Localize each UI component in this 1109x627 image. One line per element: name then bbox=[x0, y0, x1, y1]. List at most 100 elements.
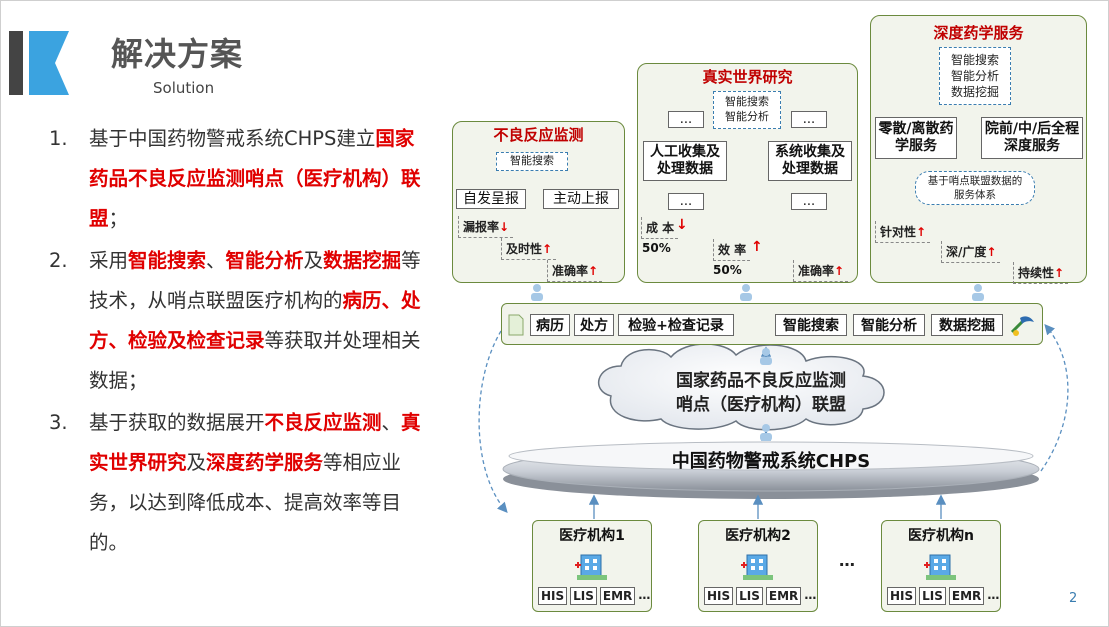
highlight-text: 数据挖掘 bbox=[323, 249, 402, 272]
efficiency-percent: 50% bbox=[713, 263, 742, 277]
page-title: 解决方案 bbox=[111, 35, 244, 73]
institution-title: 医疗机构2 bbox=[725, 528, 791, 544]
solution-point: 1. 基于中国药物警戒系统CHPS建立国家药品不良反应监测哨点（医疗机构）联盟； bbox=[49, 119, 424, 239]
panel-title: 真实世界研究 bbox=[702, 68, 793, 86]
highlight-text: 病历、处方、检验及检查记录 bbox=[89, 289, 421, 352]
brand-logo-icon bbox=[9, 31, 69, 95]
highlight-text: 真实世界研究 bbox=[89, 411, 421, 474]
point-number: 2. bbox=[49, 249, 68, 272]
more-institutions: … bbox=[839, 551, 855, 570]
sys-emr: EMR bbox=[599, 587, 636, 605]
arrow-up-icon: ↑ bbox=[834, 264, 845, 278]
point-text: 等获取并处理相关数据； bbox=[89, 329, 421, 392]
point-text: 、 bbox=[206, 249, 226, 272]
dots-box: ... bbox=[791, 193, 827, 210]
point-text: 及 bbox=[303, 249, 324, 272]
discrete-service-box: 零散/离散药学服务 bbox=[875, 117, 957, 159]
hospital-building-icon bbox=[575, 554, 607, 580]
arrow-up-icon: ↑ bbox=[542, 242, 553, 256]
cloud-shape bbox=[597, 343, 885, 431]
sys-his: HIS bbox=[538, 587, 568, 605]
sentinel-alliance-cloud: 国家药品不良反应监测 哨点（医疗机构）联盟 bbox=[676, 371, 846, 415]
point-text: 及 bbox=[186, 451, 207, 474]
highlight-text: 不良反应监测 bbox=[264, 411, 382, 434]
active-report-box: 主动上报 bbox=[543, 189, 619, 209]
smart-tools-tag: 智能搜索 智能分析 bbox=[713, 91, 781, 129]
dots-box: ... bbox=[668, 111, 704, 128]
page-subtitle: Solution bbox=[153, 79, 215, 97]
sys-his: HIS bbox=[887, 587, 917, 605]
manual-processing-box: 人工收集及处理数据 bbox=[643, 141, 727, 181]
sys-more: … bbox=[987, 588, 1000, 602]
institution-title: 医疗机构n bbox=[908, 528, 974, 544]
chip-smart-search: 智能搜索 bbox=[775, 314, 847, 336]
arrow-up-icon: ↑ bbox=[916, 225, 927, 239]
sys-lis: LIS bbox=[570, 587, 597, 605]
highlight-text: 国家药品不良反应监测哨点（医疗机构）联盟 bbox=[89, 127, 421, 230]
service-basis-tag: 基于哨点联盟数据的服务体系 bbox=[915, 171, 1035, 205]
point-number: 1. bbox=[49, 127, 68, 150]
panel-title: 深度药学服务 bbox=[933, 24, 1024, 42]
metric-timeliness: 及时性↑ bbox=[501, 238, 557, 260]
sys-lis: LIS bbox=[736, 587, 763, 605]
hospital-building-icon bbox=[924, 554, 956, 580]
arrow-up-icon: ↑ bbox=[588, 264, 599, 278]
metric-efficiency: 效 率 bbox=[713, 239, 751, 261]
point-text: 采用 bbox=[89, 249, 129, 272]
panel-title: 不良反应监测 bbox=[493, 126, 584, 144]
point-text: 基于获取的数据展开 bbox=[89, 411, 265, 434]
point-text: 基于中国药物警戒系统CHPS建立 bbox=[89, 127, 376, 150]
metric-miss-rate: 漏报率↓ bbox=[458, 216, 514, 238]
sys-his: HIS bbox=[704, 587, 734, 605]
dots-box: ... bbox=[791, 111, 827, 128]
solution-points: 1. 基于中国药物警戒系统CHPS建立国家药品不良反应监测哨点（医疗机构）联盟； 2… bbox=[49, 119, 424, 565]
mining-tool-icon bbox=[1010, 316, 1034, 336]
point-text: 等相应业务，以达到降低成本、提高效率等目的。 bbox=[89, 451, 402, 554]
document-icon bbox=[508, 314, 524, 336]
arrow-up-icon: ↑ bbox=[986, 245, 997, 259]
institution-title: 医疗机构1 bbox=[559, 528, 625, 544]
chip-prescription: 处方 bbox=[574, 314, 614, 336]
page-number: 2 bbox=[1069, 591, 1078, 606]
spontaneous-report-box: 自发呈报 bbox=[456, 189, 526, 209]
cost-percent: 50% bbox=[642, 241, 671, 255]
chip-smart-analysis: 智能分析 bbox=[853, 314, 925, 336]
sys-more: … bbox=[638, 588, 651, 602]
sys-emr: EMR bbox=[948, 587, 985, 605]
smart-tools-tag: 智能搜索 智能分析 数据挖掘 bbox=[939, 47, 1011, 105]
solution-point: 2.采用智能搜索、智能分析及数据挖掘等技术，从哨点联盟医疗机构的病历、处方、检验… bbox=[49, 241, 424, 401]
sys-lis: LIS bbox=[919, 587, 946, 605]
point-text: 等技术，从哨点联盟医疗机构的 bbox=[89, 249, 421, 312]
solution-point: 3. 基于获取的数据展开不良反应监测、真实世界研究及深度药学服务等相应业务，以达到… bbox=[49, 403, 424, 563]
highlight-text: 深度药学服务 bbox=[206, 451, 324, 474]
system-processing-box: 系统收集及处理数据 bbox=[768, 141, 852, 181]
metric-cost: 成 本 bbox=[641, 217, 679, 239]
point-number: 3. bbox=[49, 411, 68, 434]
metric-pertinence: 针对性↑ bbox=[875, 221, 931, 243]
chps-system-label: 中国药物警戒系统CHPS bbox=[671, 451, 871, 472]
hospital-building-icon bbox=[741, 554, 773, 580]
arrow-up-icon: ↑ bbox=[751, 239, 763, 255]
highlight-text: 智能搜索 bbox=[128, 249, 207, 272]
metric-depth: 深/广度↑ bbox=[941, 241, 1001, 263]
point-text: 、 bbox=[381, 411, 402, 434]
data-sources-row: 病历 处方 检验+检查记录 智能搜索 智能分析 数据挖掘 bbox=[501, 303, 1043, 345]
point-text: ； bbox=[108, 207, 129, 230]
dots-box: ... bbox=[668, 193, 704, 210]
chip-lab-exam-record: 检验+检查记录 bbox=[618, 314, 734, 336]
metric-continuity: 持续性↑ bbox=[1013, 262, 1069, 284]
metric-accuracy: 准确率↑ bbox=[547, 260, 603, 282]
smart-search-tag: 智能搜索 bbox=[496, 152, 568, 171]
sys-more: … bbox=[804, 588, 817, 602]
chip-medical-record: 病历 bbox=[530, 314, 570, 336]
metric-accuracy: 准确率↑ bbox=[793, 260, 849, 282]
arrow-down-icon: ↓ bbox=[676, 217, 688, 233]
